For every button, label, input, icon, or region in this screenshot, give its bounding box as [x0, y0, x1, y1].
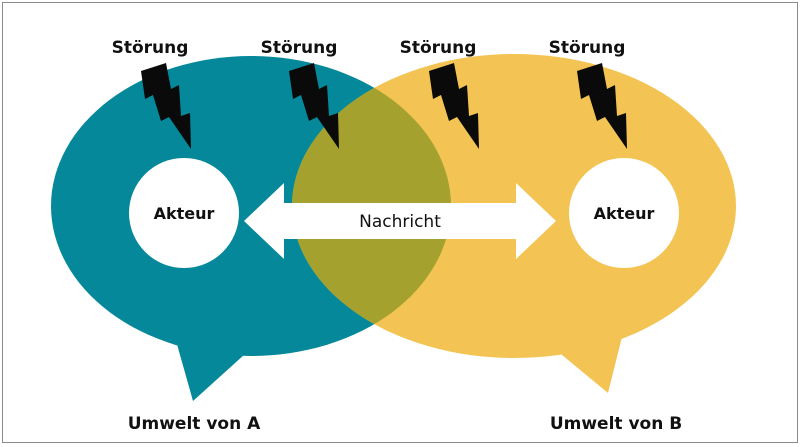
- environment-b-label: Umwelt von B: [550, 414, 682, 434]
- lightning-bolt-icon: [141, 63, 191, 149]
- actor-a-circle: [129, 158, 239, 268]
- actor-a-label: Akteur: [154, 204, 215, 223]
- environment-a-label: Umwelt von A: [128, 414, 261, 434]
- environment-overlap: [292, 56, 451, 356]
- lightning-bolt-icon: [577, 63, 627, 149]
- communication-model-diagram: Akteur Akteur Nachricht Störung Störung …: [51, 38, 736, 434]
- lightning-bolt-icon: [429, 63, 479, 149]
- message-double-arrow: [244, 183, 556, 259]
- actor-b-circle: [569, 158, 679, 268]
- lightning-bolt-icon: [289, 63, 339, 149]
- disturbance-label-1: Störung: [112, 38, 189, 58]
- environment-b-tail: [533, 317, 627, 393]
- message-label: Nachricht: [359, 212, 441, 232]
- disturbance-label-3: Störung: [400, 38, 477, 58]
- disturbance-label-4: Störung: [549, 38, 626, 58]
- actor-b-label: Akteur: [594, 204, 655, 223]
- environment-a-tail: [171, 323, 265, 401]
- disturbance-label-2: Störung: [261, 38, 338, 58]
